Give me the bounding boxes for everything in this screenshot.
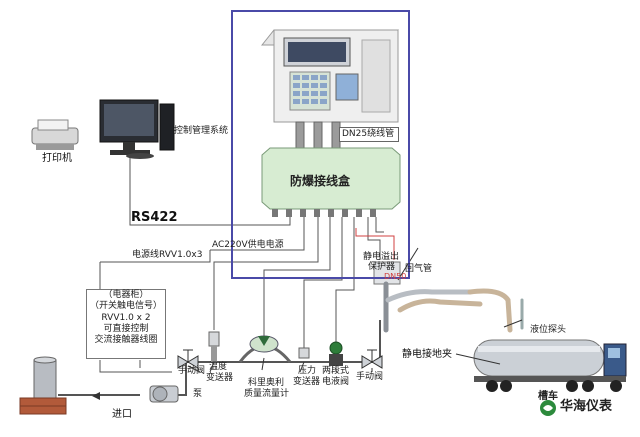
electrical-cabinet: （电器柜） （开关触电信号） RVV1.0 x 2 可直接控制 交流接触器线圈 <box>86 289 166 359</box>
control-system-label: 控制管理系统 <box>174 126 229 136</box>
junction-box-icon <box>261 147 401 217</box>
pressure-transmitter-icon <box>298 347 310 359</box>
tanker-truck-icon <box>473 339 627 392</box>
return-pipe-label: 回气管 <box>405 264 433 274</box>
temp-transmitter-icon <box>208 331 220 362</box>
static-protector-label-2: 保护器 <box>368 262 396 272</box>
cabinet-line-3: 可直接控制 <box>103 323 149 334</box>
pump-icon <box>149 385 179 403</box>
static-protector-label-1: 静电溢出 <box>363 252 400 262</box>
temp-transmitter-label-1: 温度 <box>209 362 228 372</box>
dn25-label-box: DN25绕线管 <box>339 127 399 142</box>
storage-tank-icon <box>19 356 67 415</box>
loading-arm-icon <box>373 261 524 333</box>
printer-icon <box>31 119 79 150</box>
cabinet-title: （电器柜） <box>103 290 149 300</box>
two-stage-valve-label-1: 两段式 <box>322 366 350 376</box>
manual-valve-2-label: 手动阀 <box>356 372 384 382</box>
watermark-text: 华海仪表 <box>560 399 613 414</box>
two-stage-valve-icon <box>329 341 343 366</box>
cabinet-line-1: （开关触电信号） <box>89 301 162 312</box>
cabinet-line-4: 交流接触器线圈 <box>94 335 158 345</box>
dn25-label: DN25绕线管 <box>342 129 395 139</box>
pump-label: 泵 <box>193 389 203 399</box>
tanker-label: 槽车 <box>538 391 558 402</box>
level-probe-label: 液位探头 <box>530 325 567 335</box>
pressure-transmitter-label-1: 压力 <box>298 366 317 376</box>
watermark-logo-icon <box>540 400 556 416</box>
manual-valve-1-label: 手动阀 <box>178 366 206 376</box>
temp-transmitter-label-2: 变送器 <box>206 373 234 383</box>
manual-valve-2-icon <box>361 349 383 369</box>
printer-label: 打印机 <box>42 153 72 164</box>
cabinet-line-2: RVV1.0 x 2 <box>101 312 151 323</box>
inlet-arrow <box>92 392 100 400</box>
rs422-label: RS422 <box>131 210 178 225</box>
junction-box-label: 防爆接线盒 <box>290 174 351 188</box>
ac220v-label: AC220V供电电源 <box>212 240 284 250</box>
coriolis-label-2: 质量流量计 <box>244 389 290 399</box>
computer-icon <box>99 99 175 159</box>
manual-valve-1-icon <box>177 349 199 369</box>
controller-icon <box>260 29 400 123</box>
coriolis-meter-icon <box>238 335 292 363</box>
control-frame <box>231 10 410 279</box>
coriolis-label-1: 科里奥利 <box>248 378 285 388</box>
dn50-label: DN50 <box>384 272 407 281</box>
inlet-label: 进口 <box>112 409 132 420</box>
static-ground-label: 静电接地夹 <box>402 349 452 360</box>
two-stage-valve-label-2: 电液阀 <box>322 377 350 387</box>
power-cable-label: 电源线RVV1.0x3 <box>132 250 203 260</box>
pressure-transmitter-label-2: 变送器 <box>293 377 321 387</box>
